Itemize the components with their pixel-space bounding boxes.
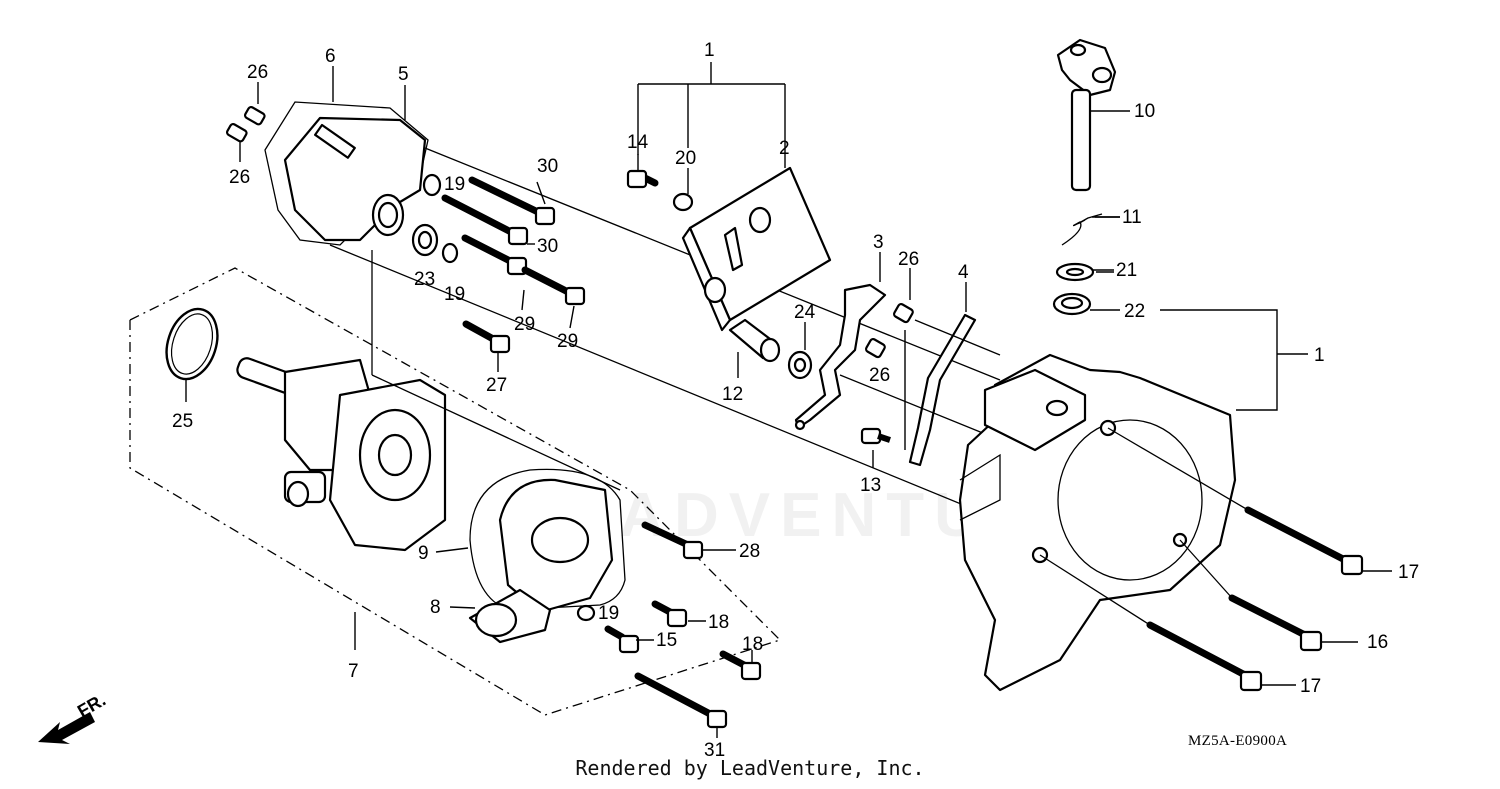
bracket-3 xyxy=(794,283,887,431)
callout-28: 28 xyxy=(739,541,760,562)
bolt-17b xyxy=(1146,621,1263,692)
bolt-17a xyxy=(1244,506,1364,576)
washer-19b xyxy=(441,242,459,264)
callout-26: 26 xyxy=(229,167,250,188)
callout-29: 29 xyxy=(557,331,578,352)
bolt-28 xyxy=(641,521,704,560)
front-label: FR. xyxy=(74,690,109,722)
callout-11: 11 xyxy=(1122,207,1142,228)
callout-26: 26 xyxy=(247,62,268,83)
callout-17: 17 xyxy=(1398,562,1419,583)
callout-9: 9 xyxy=(418,543,429,564)
callout-1: 1 xyxy=(1314,345,1325,366)
footer-credit: Rendered by LeadVenture, Inc. xyxy=(575,756,925,780)
callout-18: 18 xyxy=(742,634,763,655)
dowel-pin-26b xyxy=(225,122,248,143)
oil-seal-23 xyxy=(411,223,439,257)
callout-17: 17 xyxy=(1300,676,1321,697)
callout-10: 10 xyxy=(1134,101,1155,122)
callout-18: 18 xyxy=(708,612,729,633)
callout-26: 26 xyxy=(869,365,890,386)
bolt-30b xyxy=(441,194,529,246)
callout-21: 21 xyxy=(1116,260,1137,281)
bolt-15 xyxy=(604,625,640,654)
callout-29: 29 xyxy=(514,314,535,335)
water-pump-body xyxy=(236,357,447,552)
bolt-18a xyxy=(651,600,688,628)
cover-gasket-4 xyxy=(908,313,977,467)
bolt-31 xyxy=(634,672,728,729)
bolt-13 xyxy=(860,427,891,445)
callout-20: 20 xyxy=(675,148,696,169)
callout-26: 26 xyxy=(898,249,919,270)
washer-19a xyxy=(422,173,442,197)
washer-19c xyxy=(576,604,596,622)
left-crankcase-cover xyxy=(958,353,1237,692)
bolt-27 xyxy=(462,320,511,354)
callout-1: 1 xyxy=(704,40,715,61)
callout-24: 24 xyxy=(794,302,816,323)
callout-31: 31 xyxy=(704,740,725,761)
callout-3: 3 xyxy=(873,232,884,253)
callout-14: 14 xyxy=(627,132,649,153)
callout-23: 23 xyxy=(414,269,435,290)
bolt-16 xyxy=(1228,594,1323,652)
diagram-code: MZ5A-E0900A xyxy=(1188,733,1288,749)
bolt-14 xyxy=(626,169,659,189)
washer-21 xyxy=(1055,262,1095,282)
callout-15: 15 xyxy=(656,630,677,651)
callout-13: 13 xyxy=(860,475,881,496)
callout-7: 7 xyxy=(348,661,359,682)
callout-27: 27 xyxy=(486,375,507,396)
callout-19: 19 xyxy=(444,284,465,305)
callout-2: 2 xyxy=(779,138,790,159)
group-outline-7 xyxy=(129,267,782,716)
thermostat-housing-5 xyxy=(283,116,427,242)
callout-12: 12 xyxy=(722,384,743,405)
dowel-pin-26d xyxy=(864,337,886,359)
callout-30: 30 xyxy=(537,236,558,257)
callout-30: 30 xyxy=(537,156,558,177)
air-filter-plate-2 xyxy=(681,166,832,332)
callout-5: 5 xyxy=(398,64,409,85)
callout-4: 4 xyxy=(958,262,969,283)
callout-8: 8 xyxy=(430,597,441,618)
bearing-24 xyxy=(787,350,813,380)
front-direction-arrow: FR. xyxy=(38,690,109,744)
washer-20 xyxy=(672,192,694,212)
bolt-29b xyxy=(521,266,586,306)
callout-16: 16 xyxy=(1367,632,1388,653)
callout-19: 19 xyxy=(444,174,465,195)
pump-cover-8 xyxy=(468,478,614,644)
oil-seal-22 xyxy=(1052,292,1092,316)
spring-11 xyxy=(1061,213,1103,246)
bolt-18b xyxy=(719,650,762,681)
callout-19: 19 xyxy=(598,603,619,624)
callout-22: 22 xyxy=(1124,301,1145,322)
o-ring-25 xyxy=(165,307,219,381)
gasket-9 xyxy=(469,468,626,611)
callout-6: 6 xyxy=(325,46,336,67)
dowel-pin-26a xyxy=(243,105,266,126)
dowel-pin-26c xyxy=(892,302,914,324)
callout-25: 25 xyxy=(172,411,193,432)
shift-arm-10 xyxy=(1056,38,1117,192)
collar-12 xyxy=(728,318,781,363)
bolt-30a xyxy=(468,176,556,226)
